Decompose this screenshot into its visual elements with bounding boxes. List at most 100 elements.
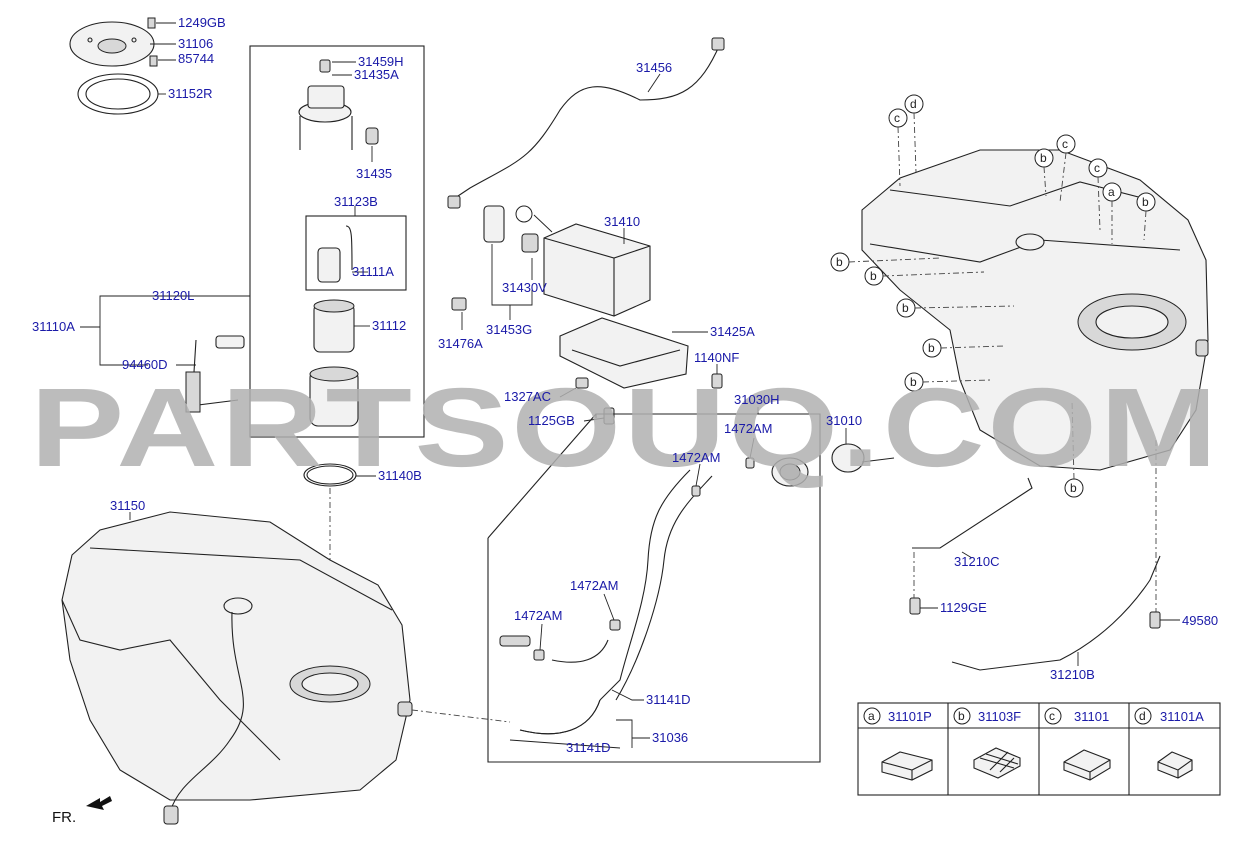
legend-table [857, 702, 1221, 796]
callout-group: c d c b c a b b b b b b b [830, 94, 1156, 498]
part-label-31106[interactable]: 31106 [178, 36, 213, 51]
tank-strap-31210b [951, 555, 1161, 671]
part-label-31430v[interactable]: 31430V [502, 280, 547, 295]
legend-part-31101[interactable]: 31101 [1074, 709, 1109, 724]
legend-circle-c [1044, 707, 1062, 725]
filter-subbox [305, 215, 407, 291]
part-label-31453g[interactable]: 31453G [486, 322, 532, 337]
fuel-tank-left [61, 511, 413, 825]
part-label-31435a[interactable]: 31435A [354, 67, 399, 82]
legend-part-31101a[interactable]: 31101A [1160, 709, 1204, 724]
part-label-31123b[interactable]: 31123B [334, 194, 378, 209]
callout-c-1: c [894, 111, 900, 125]
clamp-icon-1472am-d [533, 649, 545, 661]
pump-cover-plate [69, 21, 155, 67]
part-label-31140b[interactable]: 31140B [378, 468, 422, 483]
vapor-hose-31456 [447, 37, 725, 209]
legend-pad-icon-b [973, 747, 1021, 779]
part-label-31459h[interactable]: 31459H [358, 54, 404, 69]
filler-neck-pipe [599, 457, 809, 701]
callout-d-1: d [910, 97, 917, 111]
legend-pad-icon-a [881, 751, 933, 781]
bolt-icon-1249gb [147, 17, 156, 29]
callout-c-3: c [1094, 161, 1100, 175]
nut-icon-1327ac [575, 377, 589, 389]
legend-part-31101p[interactable]: 31101P [888, 709, 932, 724]
part-label-31150[interactable]: 31150 [110, 498, 145, 513]
bolt-icon-1129ge [909, 597, 921, 615]
part-label-31152r[interactable]: 31152R [168, 86, 213, 101]
fuel-tank-right [861, 149, 1209, 471]
legend-key-a: a [868, 709, 875, 723]
callout-b-6: b [928, 341, 935, 355]
pump-gasket-ring [77, 73, 159, 115]
part-label-1472am-4[interactable]: 1472AM [514, 608, 562, 623]
legend-key-b: b [958, 709, 965, 723]
legend-circle-d [1134, 707, 1152, 725]
part-label-85744[interactable]: 85744 [178, 51, 214, 66]
part-label-49580[interactable]: 49580 [1182, 613, 1218, 628]
pump-module-frame [249, 45, 425, 438]
legend-circle-b [953, 707, 971, 725]
legend-key-c: c [1049, 709, 1055, 723]
part-label-31210c[interactable]: 31210C [954, 554, 1000, 569]
bolt-icon-85744 [149, 55, 158, 67]
part-label-31111a[interactable]: 31111A [352, 264, 394, 279]
part-label-1129ge[interactable]: 1129GE [940, 600, 987, 615]
callout-b-2: b [1142, 195, 1149, 209]
callout-a-1: a [1108, 185, 1115, 199]
pump-flange [298, 85, 353, 150]
callout-b-4: b [870, 269, 877, 283]
legend-circle-a [863, 707, 881, 725]
breather-hose [499, 635, 609, 663]
callout-b-8: b [1070, 481, 1077, 495]
purge-valve-31430v [483, 205, 539, 253]
part-label-1125gb[interactable]: 1125GB [528, 413, 575, 428]
part-label-31120l[interactable]: 31120L [152, 288, 194, 303]
front-direction-label: FR. [52, 809, 76, 826]
part-label-94460d[interactable]: 94460D [122, 357, 168, 372]
part-label-31036[interactable]: 31036 [652, 730, 688, 745]
part-label-31476a[interactable]: 31476A [438, 336, 483, 351]
part-label-1140nf[interactable]: 1140NF [694, 350, 739, 365]
o-ring-31140b [303, 463, 357, 487]
part-label-31030h[interactable]: 31030H [734, 392, 780, 407]
fuel-cap-31010 [831, 443, 895, 473]
part-label-31141d-2[interactable]: 31141D [566, 740, 611, 755]
part-label-31410[interactable]: 31410 [604, 214, 640, 229]
part-label-31210b[interactable]: 31210B [1050, 667, 1095, 682]
tank-strap-31210c [912, 477, 1033, 549]
part-label-31010[interactable]: 31010 [826, 413, 862, 428]
part-label-1327ac[interactable]: 1327AC [504, 389, 551, 404]
legend-pad-icon-c [1063, 749, 1111, 781]
part-label-31425a[interactable]: 31425A [710, 324, 755, 339]
pump-body-31112 [313, 299, 355, 353]
callout-b-3: b [836, 255, 843, 269]
part-label-1472am-1[interactable]: 1472AM [724, 421, 772, 436]
bolt-icon-49580 [1149, 611, 1161, 629]
part-label-31435[interactable]: 31435 [356, 166, 392, 181]
callout-b-5: b [902, 301, 909, 315]
callout-a-canister [515, 205, 533, 223]
connector-icon-31435 [365, 127, 379, 145]
part-label-1472am-3[interactable]: 1472AM [570, 578, 618, 593]
part-label-31112[interactable]: 31112 [372, 318, 406, 333]
part-label-31110a[interactable]: 31110A [32, 319, 75, 334]
callout-dash-lines [848, 112, 1157, 618]
callout-b-7: b [910, 375, 917, 389]
part-label-31456[interactable]: 31456 [636, 60, 672, 75]
legend-pad-icon-d [1157, 751, 1193, 779]
front-arrow-icon [86, 796, 112, 810]
part-label-1472am-2[interactable]: 1472AM [672, 450, 720, 465]
watermark-text: PARTSOUQ.COM [30, 365, 1220, 490]
level-sender-94460d [185, 335, 245, 413]
part-label-1249gb[interactable]: 1249GB [178, 15, 226, 30]
part-label-31141d-1[interactable]: 31141D [646, 692, 691, 707]
sensor-icon-31459h [319, 59, 331, 73]
fuel-filter-31111a [317, 225, 353, 283]
legend-part-31103f[interactable]: 31103F [978, 709, 1021, 724]
legend-key-d: d [1139, 709, 1146, 723]
callout-c-2: c [1062, 137, 1068, 151]
